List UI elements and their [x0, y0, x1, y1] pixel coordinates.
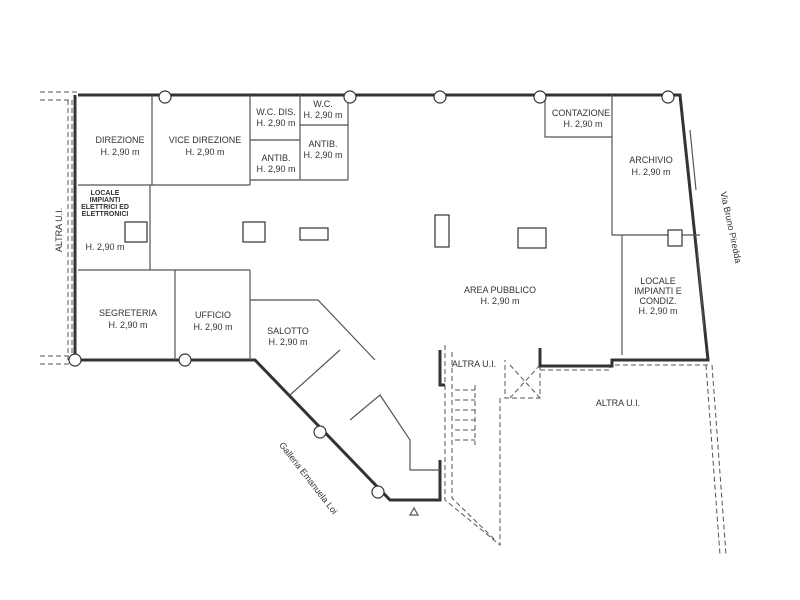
room-ufficio: UFFICIO H. 2,90 m: [193, 310, 232, 332]
room-name: ARCHIVIO: [629, 155, 673, 165]
room-name: DIREZIONE: [95, 135, 144, 145]
room-height: H. 2,90 m: [256, 118, 295, 128]
other-unit-left: ALTRA U.I.: [54, 208, 64, 252]
room-antib-2: ANTIB. H. 2,90 m: [303, 139, 342, 160]
room-height: H. 2,90 m: [108, 320, 147, 330]
room-name: VICE DIREZIONE: [169, 135, 242, 145]
room-name: UFFICIO: [195, 310, 231, 320]
room-height: H. 2,90 m: [193, 322, 232, 332]
room-height: H. 2,90 m: [100, 147, 139, 157]
room-direzione: DIREZIONE H. 2,90 m: [95, 135, 144, 157]
room-name-line: CONDIZ.: [640, 296, 677, 306]
room-height: H. 2,90 m: [256, 164, 295, 174]
room-height: H. 2,90 m: [480, 296, 519, 306]
room-name: SALOTTO: [267, 326, 309, 336]
room-name-line: IMPIANTI E: [634, 286, 682, 296]
room-name: ANTIB.: [308, 139, 337, 149]
room-name: AREA PUBBLICO: [464, 285, 536, 295]
room-height: H. 2,90 m: [303, 110, 342, 120]
room-locale-impianti-elettrici: LOCALE IMPIANTI ELETTRICI ED ELETTRONICI…: [81, 190, 129, 252]
room-salotto: SALOTTO H. 2,90 m: [267, 326, 309, 347]
room-vice-direzione: VICE DIREZIONE H. 2,90 m: [169, 135, 242, 157]
room-name: W.C.: [313, 99, 333, 109]
room-antib-1: ANTIB. H. 2,90 m: [256, 153, 295, 174]
room-name-line: LOCALE: [640, 276, 676, 286]
room-locale-impianti-condiz: LOCALE IMPIANTI E CONDIZ. H. 2,90 m: [634, 276, 682, 316]
other-unit-bottom-right: ALTRA U.I.: [596, 398, 640, 408]
room-height: H. 2,90 m: [563, 119, 602, 129]
interior-walls: [78, 95, 705, 471]
other-unit-stair: ALTRA U.I.: [452, 359, 496, 369]
room-name: SEGRETERIA: [99, 308, 157, 318]
room-name-line: LOCALE: [91, 190, 120, 197]
room-name: ANTIB.: [261, 153, 290, 163]
room-wc-dis: W.C. DIS. H. 2,90 m: [256, 107, 296, 128]
room-height: H. 2,90 m: [185, 147, 224, 157]
street-galleria-emanuela-loi: Galleria Emanuela Loi: [277, 440, 339, 516]
room-area-pubblico: AREA PUBBLICO H. 2,90 m: [464, 285, 536, 306]
room-archivio: ARCHIVIO H. 2,90 m: [629, 155, 673, 177]
room-height: H. 2,90 m: [85, 242, 124, 252]
room-height: H. 2,90 m: [638, 306, 677, 316]
room-height: H. 2,90 m: [303, 150, 342, 160]
room-name: CONTAZIONE: [552, 108, 610, 118]
room-name-line: ELETTRICI ED: [81, 204, 129, 211]
room-name-line: IMPIANTI: [90, 197, 121, 204]
room-contazione: CONTAZIONE H. 2,90 m: [552, 108, 610, 129]
room-height: H. 2,90 m: [268, 337, 307, 347]
columns: [68, 90, 683, 516]
room-wc: W.C. H. 2,90 m: [303, 99, 342, 120]
room-name-line: ELETTRONICI: [82, 211, 129, 218]
exterior-walls: [73, 93, 710, 502]
room-height: H. 2,90 m: [631, 167, 670, 177]
room-name: W.C. DIS.: [256, 107, 296, 117]
room-segreteria: SEGRETERIA H. 2,90 m: [99, 308, 157, 330]
street-via-bruno-piredda: Via Bruno Piredda: [718, 191, 743, 264]
